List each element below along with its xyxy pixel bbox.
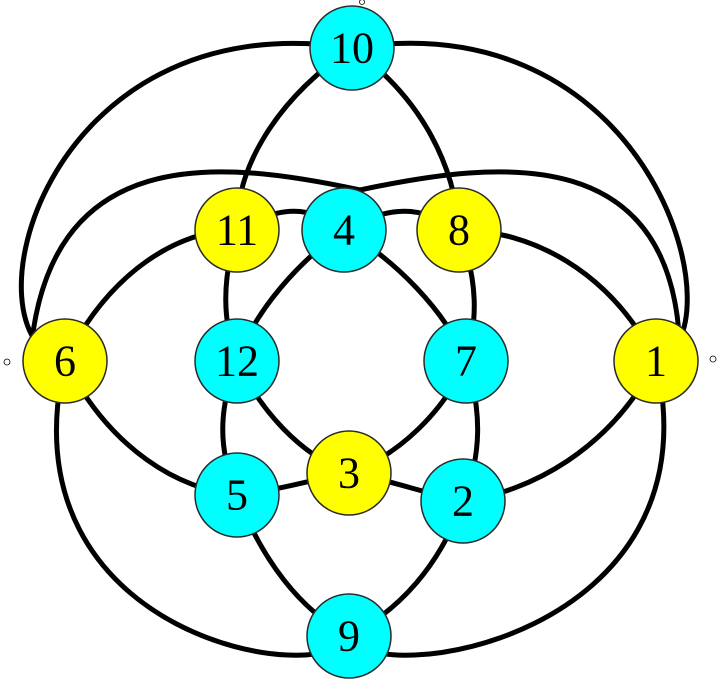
top-edge-marker bbox=[359, 0, 365, 5]
node-4-circle bbox=[301, 187, 387, 273]
node-9: 9 bbox=[306, 593, 392, 679]
node-5-label: 5 bbox=[226, 471, 248, 520]
node-1: 1 bbox=[613, 318, 699, 404]
node-12-label: 12 bbox=[215, 337, 259, 386]
node-10-circle bbox=[309, 5, 395, 91]
node-1-label: 1 bbox=[645, 337, 667, 386]
node-3-label: 3 bbox=[338, 449, 360, 498]
node-11-circle bbox=[194, 187, 280, 273]
node-7-circle bbox=[423, 318, 509, 404]
node-7-label: 7 bbox=[455, 337, 477, 386]
node-11-label: 11 bbox=[216, 206, 258, 255]
node-12: 12 bbox=[194, 318, 280, 404]
node-6-label: 6 bbox=[54, 337, 76, 386]
number-nodes: 10 11 4 8 6 12 7 1 3 5 2 9 bbox=[22, 5, 699, 679]
node-2-circle bbox=[420, 458, 506, 544]
node-8: 8 bbox=[416, 187, 502, 273]
node-10: 10 bbox=[309, 5, 395, 91]
node-7: 7 bbox=[423, 318, 509, 404]
node-12-circle bbox=[194, 318, 280, 404]
node-1-circle bbox=[613, 318, 699, 404]
node-3-circle bbox=[306, 430, 392, 516]
node-5-circle bbox=[194, 452, 280, 538]
node-8-label: 8 bbox=[448, 206, 470, 255]
node-9-circle bbox=[306, 593, 392, 679]
node-8-circle bbox=[416, 187, 502, 273]
node-11: 11 bbox=[194, 187, 280, 273]
node-3: 3 bbox=[306, 430, 392, 516]
node-4-label: 4 bbox=[333, 206, 355, 255]
node-2: 2 bbox=[420, 458, 506, 544]
connecting-arcs bbox=[18, 40, 690, 658]
node-6-circle bbox=[22, 318, 108, 404]
big-circle-bottom-right bbox=[346, 358, 667, 658]
node-6: 6 bbox=[22, 318, 108, 404]
node-2-label: 2 bbox=[452, 477, 474, 526]
node-9-label: 9 bbox=[338, 612, 360, 661]
node-10-label: 10 bbox=[330, 24, 374, 73]
right-edge-marker bbox=[709, 355, 717, 363]
big-circle-top bbox=[27, 169, 683, 364]
node-4: 4 bbox=[301, 187, 387, 273]
left-edge-marker bbox=[3, 358, 11, 366]
node-5: 5 bbox=[194, 452, 280, 538]
